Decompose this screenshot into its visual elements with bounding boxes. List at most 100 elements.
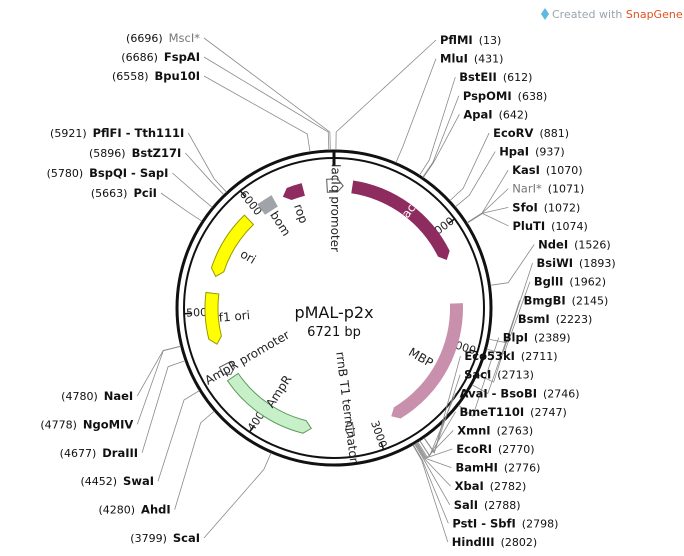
svg-text:Created with SnapGene®: Created with SnapGene® [552,8,684,21]
enzyme-leader [466,169,509,224]
enzyme-site[interactable]: SfoI(1072) [512,200,580,214]
enzyme-site[interactable]: (4780)NaeI [61,389,133,403]
enzyme-site[interactable]: KasI(1070) [512,163,582,177]
enzyme-name: EcoRI [456,442,492,456]
enzyme-site[interactable]: ApaI(642) [463,107,528,121]
enzyme-leader [466,188,509,224]
enzyme-name: SacI [464,368,491,382]
enzyme-site[interactable]: SalI(2788) [454,498,521,512]
enzyme-leader [157,390,200,482]
enzyme-site[interactable]: BmeT110I(2747) [459,405,566,419]
enzyme-site[interactable]: BlpI(2389) [503,330,571,344]
tick-mark [248,424,255,433]
feature-ori [210,214,255,278]
enzyme-site[interactable]: (4677)DraIII [60,446,138,460]
enzyme-leader [412,444,449,543]
enzyme-position: (5896) [89,147,126,160]
enzyme-site[interactable]: NarI*(1071) [512,182,584,196]
enzyme-site[interactable]: (4778)NgoMIV [40,417,133,431]
enzyme-site[interactable]: BstEII(612) [459,70,532,84]
enzyme-name: PspOMI [463,89,512,103]
tick-label: 3000 [368,419,390,450]
enzyme-site[interactable]: (6696)MscI* [126,31,200,45]
enzyme-site[interactable]: (5663)PciI [91,186,157,200]
feature-lacip [326,178,344,193]
enzyme-site[interactable]: (3799)ScaI [130,531,200,545]
enzyme-site[interactable]: (5921)PflFI - Tth111I [50,126,184,140]
enzyme-site[interactable]: (6558)Bpu10I [112,69,200,83]
enzyme-position: (1072) [544,201,581,214]
enzyme-position: (2802) [501,536,538,549]
enzyme-name: XbaI [455,479,484,493]
enzyme-name: PflMI [440,33,473,47]
enzyme-site[interactable]: EcoRI(2770) [456,442,534,456]
enzyme-site[interactable]: XmnI(2763) [457,423,533,437]
enzyme-site[interactable]: BsmI(2223) [518,312,592,326]
enzyme-leader [455,151,496,208]
enzyme-site[interactable]: AvaI - BsoBI(2746) [460,386,580,400]
enzyme-site[interactable]: HindIII (2802) [452,535,537,549]
enzyme-position: (2798) [522,517,559,530]
enzyme-leader [174,410,215,510]
enzyme-site[interactable]: (5896) BstZ17I [89,146,181,160]
feature-f1ori [204,291,222,345]
feature-label-ori: ori [238,247,259,267]
enzyme-site[interactable]: BsiWI(1893) [537,256,616,270]
enzyme-leader [458,337,500,417]
enzyme-leader [486,281,531,355]
feature-label-ampr: AmpR [263,373,294,411]
enzyme-site[interactable]: BglII(1962) [534,275,606,289]
enzyme-site[interactable]: PluTI(1074) [512,219,587,233]
enzyme-site[interactable]: (5780)BspQI - SapI [47,166,169,180]
enzyme-site[interactable]: MluI(431) [440,52,503,66]
enzyme-name: BstZ17I [132,146,182,160]
feature-label-rop: rop [291,202,311,225]
enzyme-name: MscI* [169,31,201,45]
enzyme-position: (1526) [574,239,611,252]
enzyme-site[interactable]: HpaI(937) [499,145,564,159]
enzyme-site[interactable]: PstI - SbfI(2798) [452,516,558,530]
enzyme-site[interactable]: PflMI (13) [440,33,501,47]
enzyme-name: XmnI [457,423,490,437]
enzyme-site[interactable]: NdeI (1526) [538,238,611,252]
enzyme-site[interactable]: SacI(2713) [464,368,534,382]
enzyme-site[interactable]: (6686)FspAI [121,50,200,64]
enzyme-leader [203,37,331,151]
enzyme-position: (6686) [121,51,158,64]
enzyme-site[interactable]: PspOMI(638) [463,89,547,103]
enzyme-leaders [136,37,535,543]
enzyme-site[interactable]: EcoRV(881) [493,126,569,140]
enzyme-name: MluI [440,52,468,66]
feature-bom [257,195,278,215]
enzyme-position: (2223) [556,313,593,326]
enzyme-site[interactable]: Eco53kI(2711) [464,349,557,363]
enzyme-site[interactable]: BamHI(2776) [455,461,540,475]
enzyme-leader [467,213,509,227]
feature-laci [351,180,450,261]
enzyme-site[interactable]: (4452) SwaI [80,474,154,488]
credit-suffix: ® [683,8,684,21]
enzyme-leader [172,172,213,208]
enzyme-site[interactable]: XbaI(2782) [455,479,527,493]
enzyme-position: (612) [503,71,533,84]
enzyme-name: PciI [133,186,156,200]
enzyme-site[interactable]: (4280)AhdI [98,503,170,517]
enzyme-leader [423,374,461,454]
enzyme-position: (4677) [60,447,97,460]
feature-amprp [218,360,235,375]
enzyme-name: NdeI [538,238,568,252]
enzyme-name: SwaI [123,474,154,488]
enzyme-position: (1071) [548,183,585,196]
enzyme-position: (13) [479,34,502,47]
enzyme-position: (2389) [534,331,571,344]
feature-label-f1ori: f1 ori [218,308,250,325]
enzyme-site[interactable]: BmgBI(2145) [524,293,609,307]
enzyme-name: BamHI [455,461,497,475]
plasmid-size: 6721 bp [307,325,361,340]
enzyme-name: HindIII [452,535,495,549]
tick-mark [380,441,385,450]
enzyme-position: (4452) [80,475,117,488]
enzyme-leader [185,152,225,195]
enzyme-name: AhdI [141,503,171,517]
